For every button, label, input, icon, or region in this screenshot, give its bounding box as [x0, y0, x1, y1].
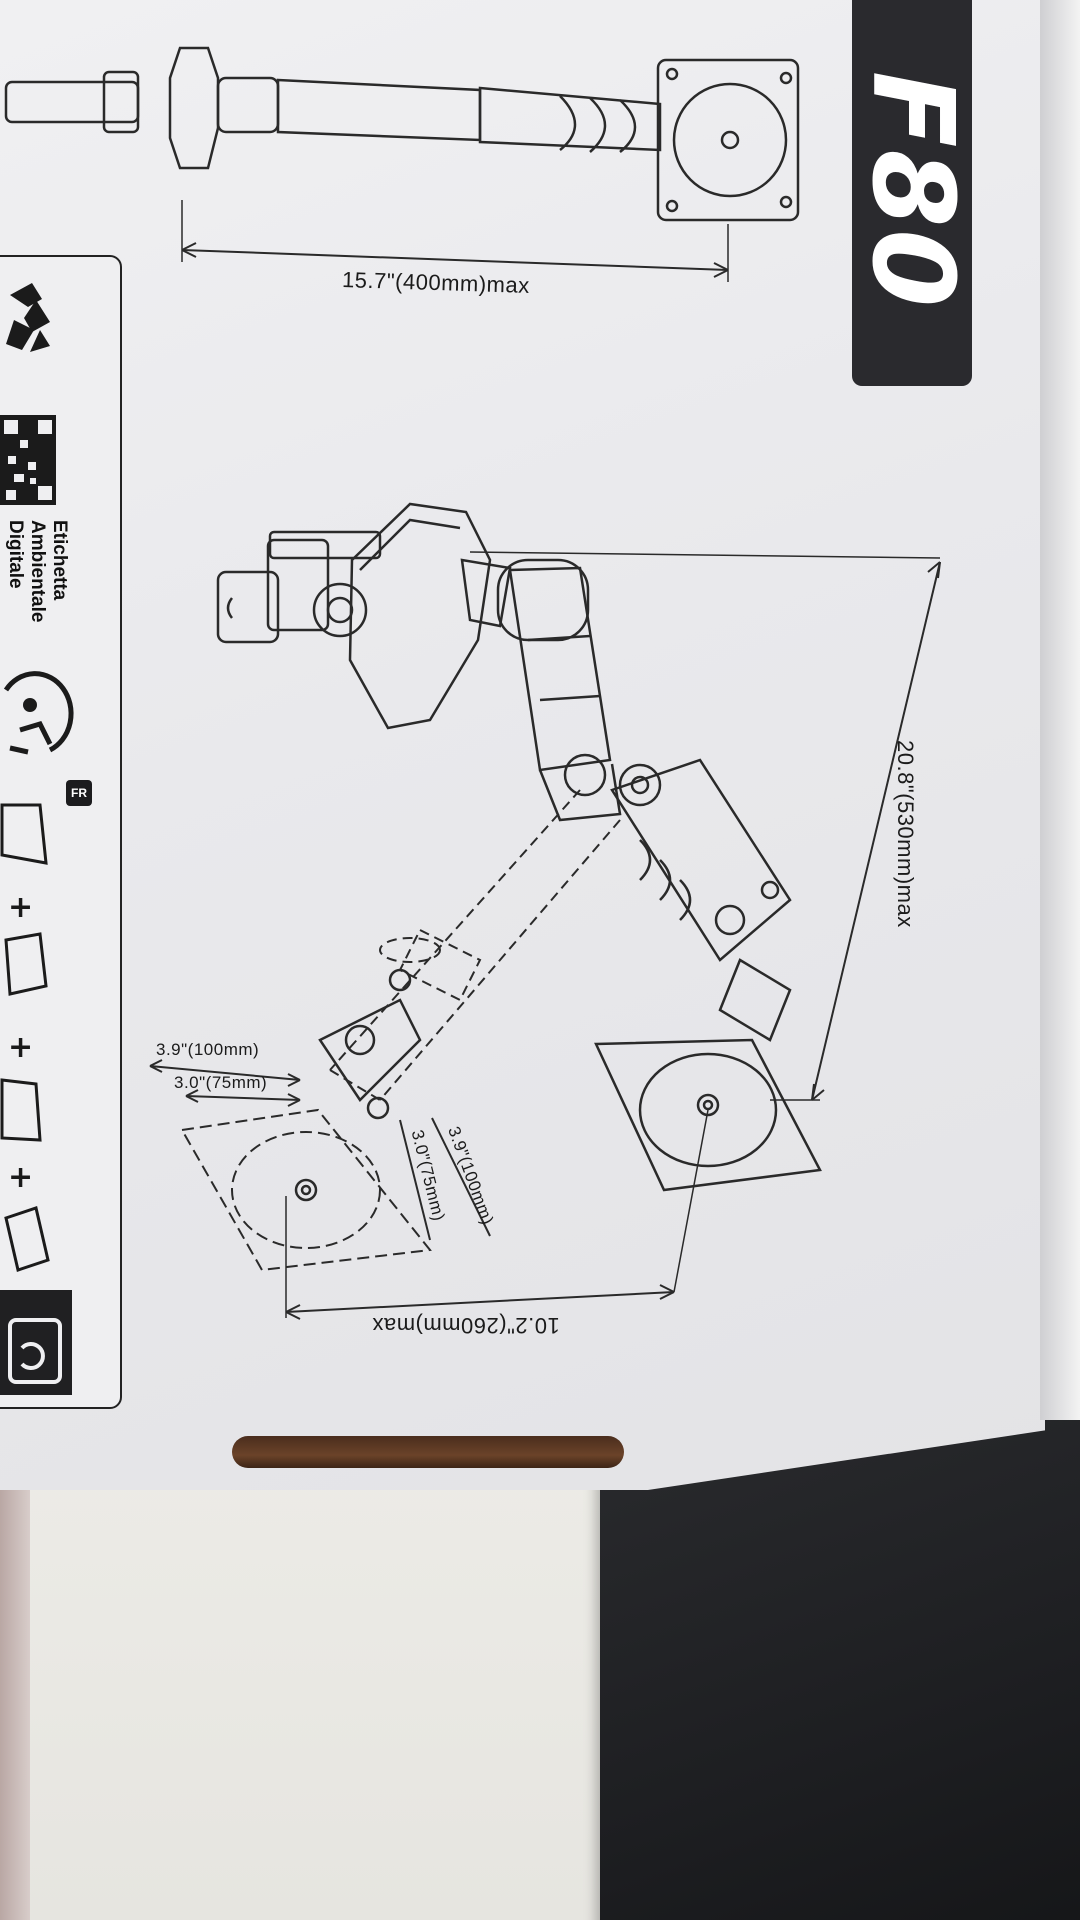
sort-bin-icon	[8, 1318, 62, 1384]
qr-code-icon	[0, 415, 56, 505]
plus-sign-1: +	[8, 890, 34, 925]
plus-sign-2: +	[8, 1030, 34, 1065]
triman-icon	[3, 671, 74, 755]
dim-vesa-h-100: 3.9"(100mm)	[156, 1040, 260, 1059]
plus-sign-3: +	[8, 1160, 34, 1195]
recycle-icon	[6, 283, 50, 352]
eco-label-line2: Ambientale	[27, 520, 48, 623]
table-shadow	[0, 1490, 30, 1920]
main-arm-drawing	[149, 502, 941, 1320]
box-handle-slot	[232, 1436, 624, 1468]
eco-label-text-wrap: Etichetta Ambientale Digitale	[5, 520, 98, 640]
eco-label-line3: Digitale	[5, 520, 26, 589]
model-banner	[852, 0, 972, 386]
mousepad	[600, 1400, 1080, 1920]
dim-vesa-h-75: 3.0"(75mm)	[174, 1073, 268, 1092]
top-arm-drawing	[4, 46, 800, 282]
dim-height-max: 20.8"(530mm)max	[893, 740, 918, 928]
fr-country-tag: FR	[66, 780, 92, 806]
sorting-pictograms	[0, 803, 50, 1272]
box-edge	[1040, 0, 1080, 1420]
dim-depth-max: 10.2"(260mm)max	[372, 1313, 560, 1338]
eco-label-line1: Etichetta	[49, 520, 70, 601]
